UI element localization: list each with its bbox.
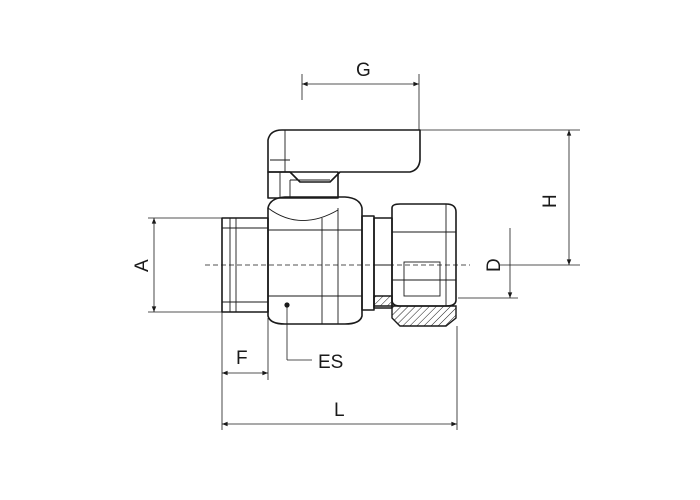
label-g: G [356, 60, 371, 81]
label-h: H [540, 194, 561, 208]
dimension-a: A [132, 217, 222, 313]
label-l: L [334, 400, 345, 421]
nut-section-hatch [373, 295, 457, 327]
label-f: F [236, 348, 248, 369]
body-hex [267, 196, 363, 325]
dimension-g: G [301, 60, 420, 130]
label-es: ES [318, 352, 343, 373]
stem [267, 171, 339, 199]
label-a: A [132, 259, 153, 272]
callout-es: ES [286, 305, 343, 373]
lever-handle [267, 129, 421, 183]
dimension-l: L [221, 326, 458, 430]
union-nut [391, 203, 457, 307]
dimension-d: D [458, 228, 518, 299]
label-d: D [484, 258, 505, 272]
dimension-h: H [420, 129, 580, 266]
valve-body [205, 129, 470, 327]
dimension-f: F [221, 312, 269, 380]
